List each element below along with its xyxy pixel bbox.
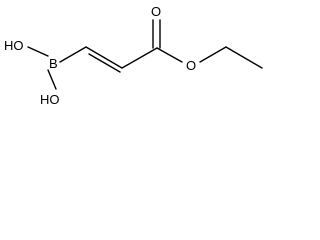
bond-b-c1	[59, 46, 87, 63]
bond-carbonyl-double	[152, 19, 161, 49]
bond-b-oh-bottom	[47, 69, 57, 90]
chemical-structure: HO B HO O O	[4, 4, 263, 107]
hydroxyl-top-label: HO	[4, 38, 24, 53]
ester-oxygen-label: O	[186, 58, 196, 73]
bond-c1-c2-double	[85, 46, 123, 73]
carbonyl-oxygen-label: O	[151, 4, 161, 19]
bond-ester-o-ch2	[199, 46, 227, 63]
bond-c3-ester-o	[156, 47, 183, 63]
bond-b-oh-top	[27, 46, 49, 57]
bond-c2-c3	[121, 47, 158, 69]
bond-ch2-ch3	[225, 46, 263, 69]
boron-label: B	[49, 56, 58, 71]
hydroxyl-bottom-label: HO	[40, 92, 60, 107]
